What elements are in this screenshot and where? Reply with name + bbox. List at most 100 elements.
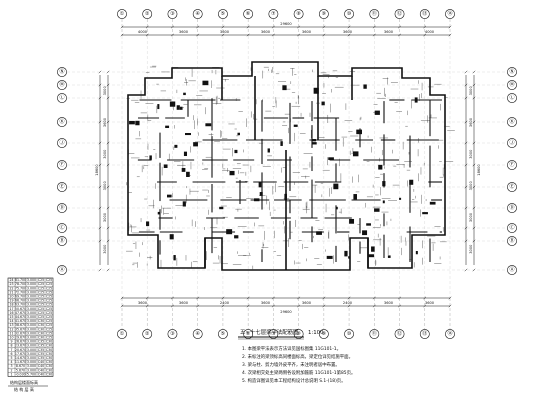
axis-bubble: Ⓐ [507,265,517,275]
table-cell: 3.000 [27,311,36,315]
table-cell: C25 [38,311,44,315]
column-block [371,246,375,252]
column-block [202,80,209,86]
table-cell: 3.000 [27,290,36,294]
dim-tick [106,96,110,100]
table-cell: 12 [9,327,13,331]
table-cell: C30 [38,331,44,335]
dim-tick [98,120,102,124]
table-cell: 19 [9,299,13,303]
table-cell: 3.000 [27,327,36,331]
axis-label: Ⓕ [59,161,64,168]
axis-bubble: ④ [192,9,203,19]
dim-tick [472,226,476,230]
axis-bubble: ③ [167,329,178,339]
column-block [414,97,418,103]
dim-tick [464,185,468,189]
dimension-label: 3600 [302,30,312,34]
grid-lines [67,19,507,329]
table-cell: 66.700 [15,299,26,303]
dimension-label: 3600 [103,117,107,127]
axis-label: ④ [195,11,200,17]
dim-tick [472,83,476,87]
note-item-4: 4. 次梁相交处主梁两侧各设附加箍筋 11G101-1第85页。 [242,369,355,376]
table-cell: 3.000 [27,286,36,290]
column-block [366,223,371,226]
column-block [326,255,333,259]
column-block [328,157,334,160]
table-cell: 18 [9,303,13,307]
axis-label: ② [145,331,150,337]
axis-label: ② [145,11,150,17]
table-cell: C25 [38,282,44,286]
axis-bubble: ③ [167,9,178,19]
column-block [356,129,362,135]
axis-bubble: ⑨ [318,329,329,339]
axis-bubble: ⑥ [243,329,254,339]
table-cell: 3.000 [27,307,36,311]
table-cell: 3.000 [27,352,36,356]
table-cell: C25 [46,331,52,335]
table-cell: 3.000 [27,348,36,352]
table-cell: C30 [38,319,44,323]
column-block [184,133,191,136]
dim-tick [98,206,102,210]
axis-bubble: Ⓜ [507,80,517,90]
table-cell: 3.000 [27,319,36,323]
dim-tick [106,185,110,189]
table-cell: 10 [9,335,13,339]
dim-tick [472,96,476,100]
table-cell: 3.000 [27,278,36,282]
column-block [205,123,212,127]
column-block [280,141,283,146]
dim-tick [106,141,110,145]
column-block [374,208,380,212]
table-cell: C25 [38,299,44,303]
axis-label: Ⓐ [59,266,64,273]
table-cell: C25 [46,303,52,307]
axis-label: ③ [170,11,174,17]
dimension-label: 3600 [261,30,271,34]
dim-tick [106,206,110,210]
dim-tick [98,141,102,145]
column-block [258,181,262,188]
side-overall-dimension: 18600 [477,164,481,176]
dim-tick [464,206,468,210]
table-cell: 3.000 [27,364,36,368]
axis-label: Ⓓ [59,204,64,211]
column-block [146,221,150,227]
column-block [313,87,319,94]
dimension-label: 4000 [425,30,435,34]
dim-tick [98,83,102,87]
dimension-label: 3600 [343,30,353,34]
axis-label: ⑫ [397,10,402,17]
dimension-label: 3600 [179,30,189,34]
axis-label: ⑬ [422,10,427,17]
dimension-label: 4000 [138,30,148,34]
axis-bubble: Ⓝ [57,67,67,77]
table-cell: C30 [46,340,52,344]
dimension-label: 3600 [179,301,189,305]
table-cell: 63.700 [15,303,26,307]
table-cell: 35.670 [15,327,26,331]
table-cell: 6 [10,352,12,356]
drawing-scale: 1:100 [308,330,324,336]
axis-label: ⑭ [447,10,452,17]
table-cell: 4 [10,360,12,364]
dim-tick [464,239,468,243]
table-cell: 16 [9,311,13,315]
table-cell: 3.000 [27,360,36,364]
axis-bubble: ⑥ [243,9,254,19]
column-block [321,101,325,106]
table-cell: C25 [46,286,52,290]
axis-bubble: ⑬ [419,9,430,19]
dimension-label: 3000 [469,212,473,222]
axis-label: ⑥ [246,331,251,337]
axis-bubble: ① [117,329,127,339]
column-block [282,85,287,91]
dim-tick [98,239,102,243]
dim-tick [464,141,468,145]
dim-tick [464,268,468,272]
